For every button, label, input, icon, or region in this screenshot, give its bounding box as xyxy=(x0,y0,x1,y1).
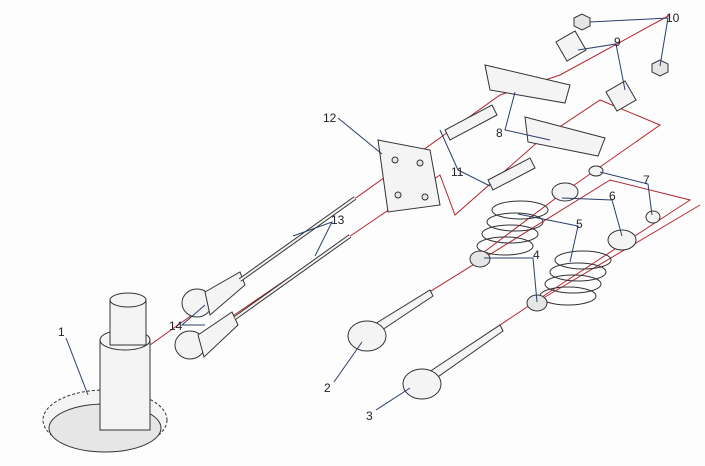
label-12: 12 xyxy=(323,111,337,125)
tappets xyxy=(174,271,246,360)
camshaft-gear xyxy=(42,292,168,453)
label-4: 4 xyxy=(533,248,540,262)
label-7: 7 xyxy=(643,173,650,187)
label-9: 9 xyxy=(614,35,621,49)
valve-keepers xyxy=(588,165,661,224)
label-13: 13 xyxy=(331,213,345,227)
rocker-arms xyxy=(484,64,606,157)
adjusters xyxy=(555,13,669,112)
leader-lines xyxy=(65,17,669,411)
part-labels: 1 2 3 4 5 6 7 8 9 10 11 12 13 14 xyxy=(58,11,680,423)
label-11: 11 xyxy=(451,165,464,179)
label-2: 2 xyxy=(324,381,331,395)
spring-retainers xyxy=(551,182,637,251)
label-6: 6 xyxy=(609,189,616,203)
label-3: 3 xyxy=(366,409,373,423)
push-rods xyxy=(233,196,357,320)
label-8: 8 xyxy=(496,126,503,140)
label-14: 14 xyxy=(169,319,183,333)
valve-seals xyxy=(469,250,548,312)
rocker-plate xyxy=(377,139,441,213)
label-10: 10 xyxy=(666,11,680,25)
label-5: 5 xyxy=(576,217,583,231)
label-1: 1 xyxy=(58,325,65,339)
valves xyxy=(347,289,504,400)
rocker-studs xyxy=(444,104,536,191)
valve-springs xyxy=(476,200,612,306)
